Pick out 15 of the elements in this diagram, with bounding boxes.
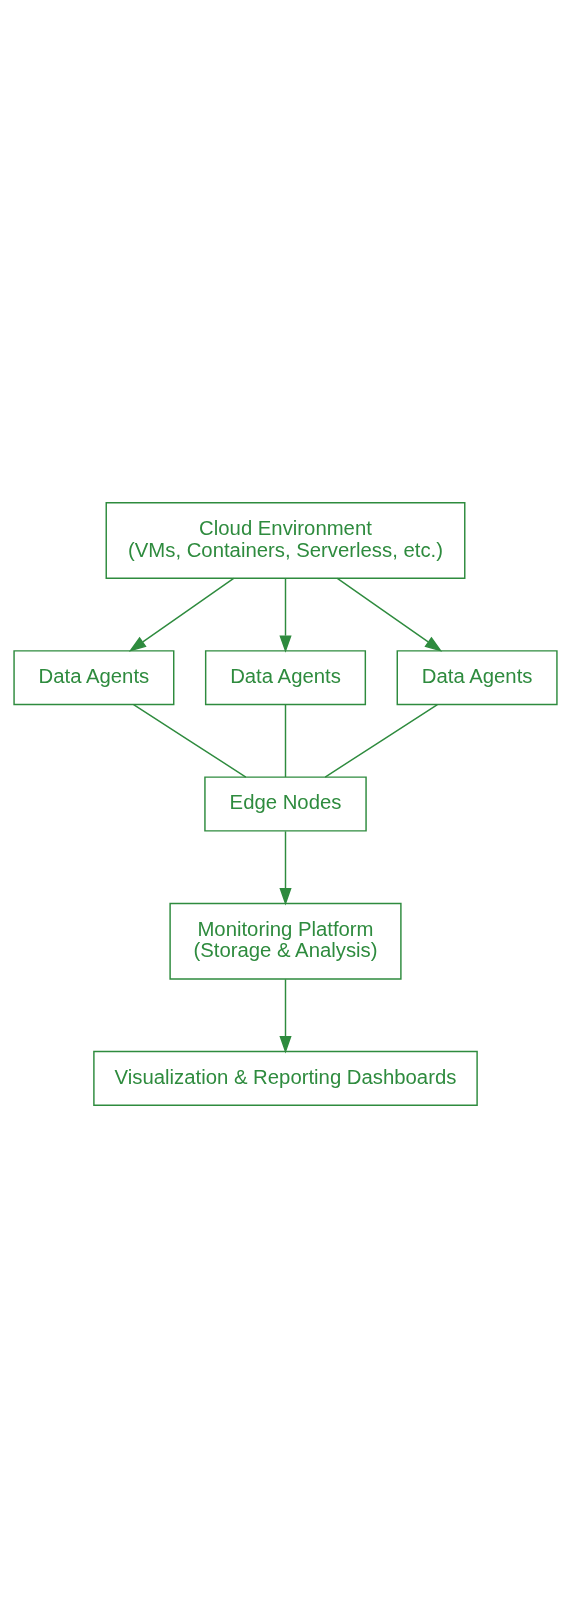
node-box: Cloud Environment (VMs, Containers, Serverless, etc.) [105,501,466,579]
arrow [128,577,235,652]
node-box: Data Agents [13,649,175,705]
node-box: Edge Nodes [204,775,367,832]
arrow [336,577,443,652]
arrow [279,978,292,1053]
node-box: Monitoring Platform (Storage & Analysis) [169,902,402,980]
node-box: Data Agents [396,649,558,705]
connector [284,703,287,778]
connector [324,703,439,778]
node-box: Visualization & Reporting Dashboards [93,1050,478,1106]
arrow [279,577,292,653]
node-box: Data Agents [204,649,367,705]
arrow [279,830,292,905]
connector [132,703,247,778]
